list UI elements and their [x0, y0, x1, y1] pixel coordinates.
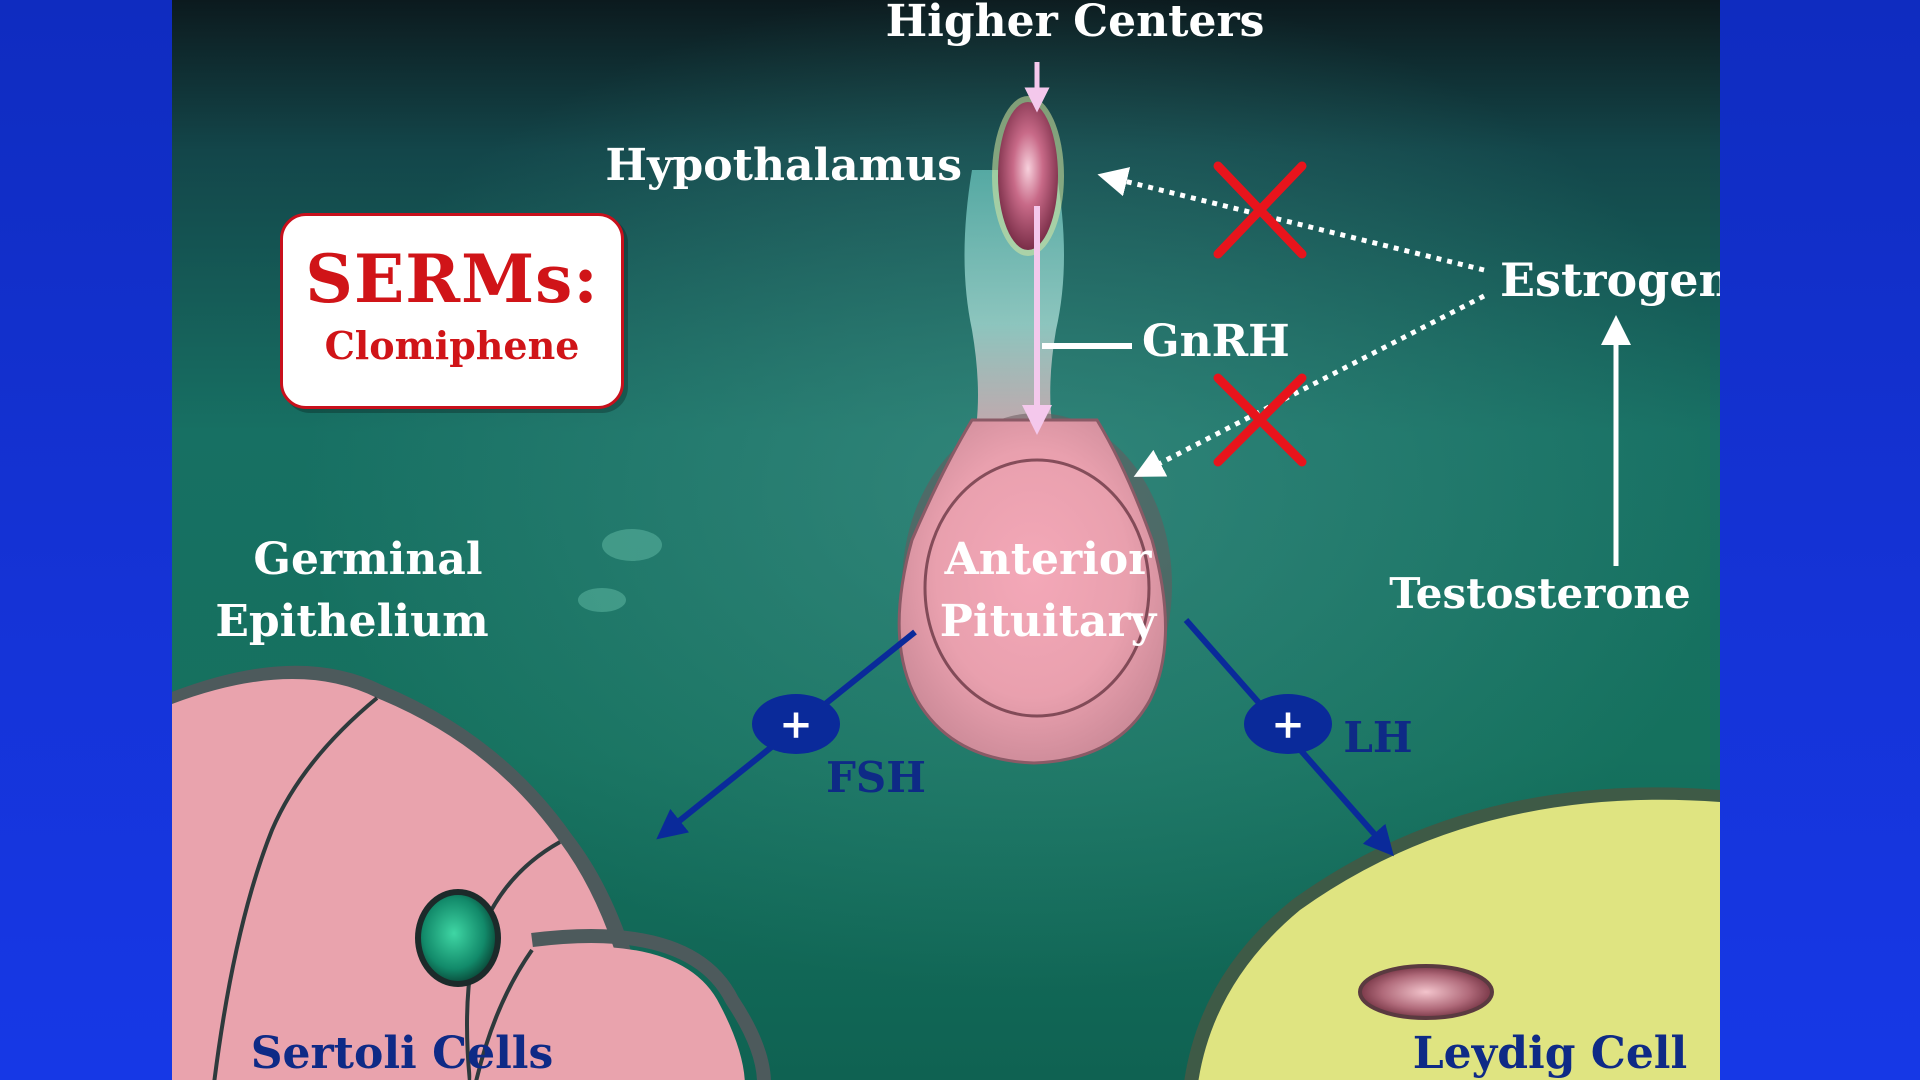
svg-text:+: + [779, 701, 813, 748]
leydig-cell-label: Leydig Cell [1413, 1028, 1688, 1079]
gnrh-label: GnRH [1142, 316, 1290, 367]
serms-callout-box: SERMs: Clomiphene [280, 213, 624, 409]
plus-icon: + [1244, 694, 1332, 754]
plus-icon: + [752, 694, 840, 754]
leydig-cell-shape [1184, 787, 1720, 1080]
serms-drug-name: Clomiphene [324, 323, 580, 368]
estrogen-to-pituitary-arrow [1133, 293, 1486, 477]
germinal-epithelium-label-line1: Germinal [253, 534, 482, 585]
estrogen-label: Estrogen [1500, 253, 1720, 307]
lh-label: LH [1343, 713, 1412, 762]
estrogen-to-hypothalamus-arrow [1097, 167, 1485, 273]
hypothalamus-pituitary-shape [897, 96, 1172, 765]
diagram-slide: + + Higher Centers Hypothalamus GnRH Est… [172, 0, 1720, 1080]
red-x-icon [1213, 161, 1307, 259]
serms-title: SERMs: [305, 240, 599, 318]
sertoli-cells-label: Sertoli Cells [251, 1028, 554, 1079]
anterior-pituitary-label-line2: Pituitary [940, 596, 1158, 647]
testosterone-label: Testosterone [1389, 569, 1690, 618]
sertoli-cells-shape [172, 665, 771, 1080]
hypothalamus-label: Hypothalamus [605, 140, 962, 191]
higher-centers-label: Higher Centers [886, 0, 1265, 47]
right-side-bar [1720, 0, 1920, 1080]
svg-text:+: + [1271, 701, 1305, 748]
germinal-epithelium-label-line2: Epithelium [215, 596, 488, 647]
anterior-pituitary-label-line1: Anterior [944, 534, 1153, 585]
red-x-icon [1213, 373, 1307, 467]
fsh-label: FSH [826, 753, 926, 802]
hpg-axis-diagram: + + Higher Centers Hypothalamus GnRH Est… [172, 0, 1720, 1080]
left-side-bar [0, 0, 172, 1080]
